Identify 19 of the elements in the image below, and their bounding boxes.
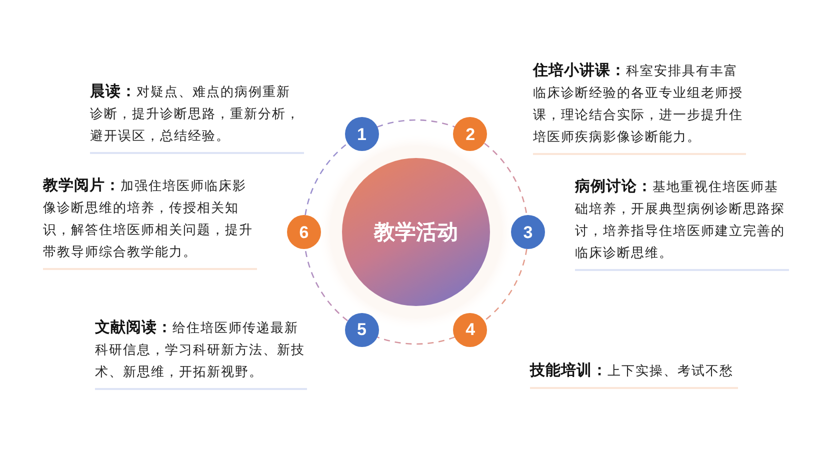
dashed-arc <box>376 336 456 345</box>
activity-description: 住培小讲课：科室安排具有丰富临床诊断经验的各亚专业组老师授课，理论结合实际，进一步提升住培医师疾病影像诊断能力。 <box>533 61 744 146</box>
activity-description: 技能培训：上下实操、考试不愁 <box>530 361 734 381</box>
activity-description: 文献阅读：给住培医师传递最新科研信息，学习科研新方法、新技术、新思维，开拓新视野。 <box>95 318 306 381</box>
dashed-arc <box>484 142 528 216</box>
dashed-arc <box>376 119 456 128</box>
number-circle: 4 <box>453 312 488 347</box>
dashed-arc <box>304 248 348 322</box>
number-circle: 5 <box>344 312 379 347</box>
number-circle: 6 <box>287 215 321 249</box>
number-circle: 2 <box>453 117 488 152</box>
dashed-arc <box>484 248 528 322</box>
number-circle: 1 <box>344 117 379 152</box>
activity-description: 病例讨论：基地重视住培医师基础培养，开展典型病例诊断思路探讨，培养指导住培医师建立完善的临床诊断思维。 <box>575 177 786 262</box>
dashed-arc <box>304 142 348 216</box>
activity-description: 教学阅片：加强住培医师临床影像诊断思维的培养，传授相关知识，解答住培医师相关问题，提升带教导师综合教学能力。 <box>43 176 254 261</box>
activity-description: 晨读：对疑点、难点的病例重新诊断，提升诊断思路，重新分析，避开误区，总结经验。 <box>90 82 301 145</box>
topic-circle: 教学活动 <box>342 158 490 306</box>
number-circle: 3 <box>511 215 545 249</box>
